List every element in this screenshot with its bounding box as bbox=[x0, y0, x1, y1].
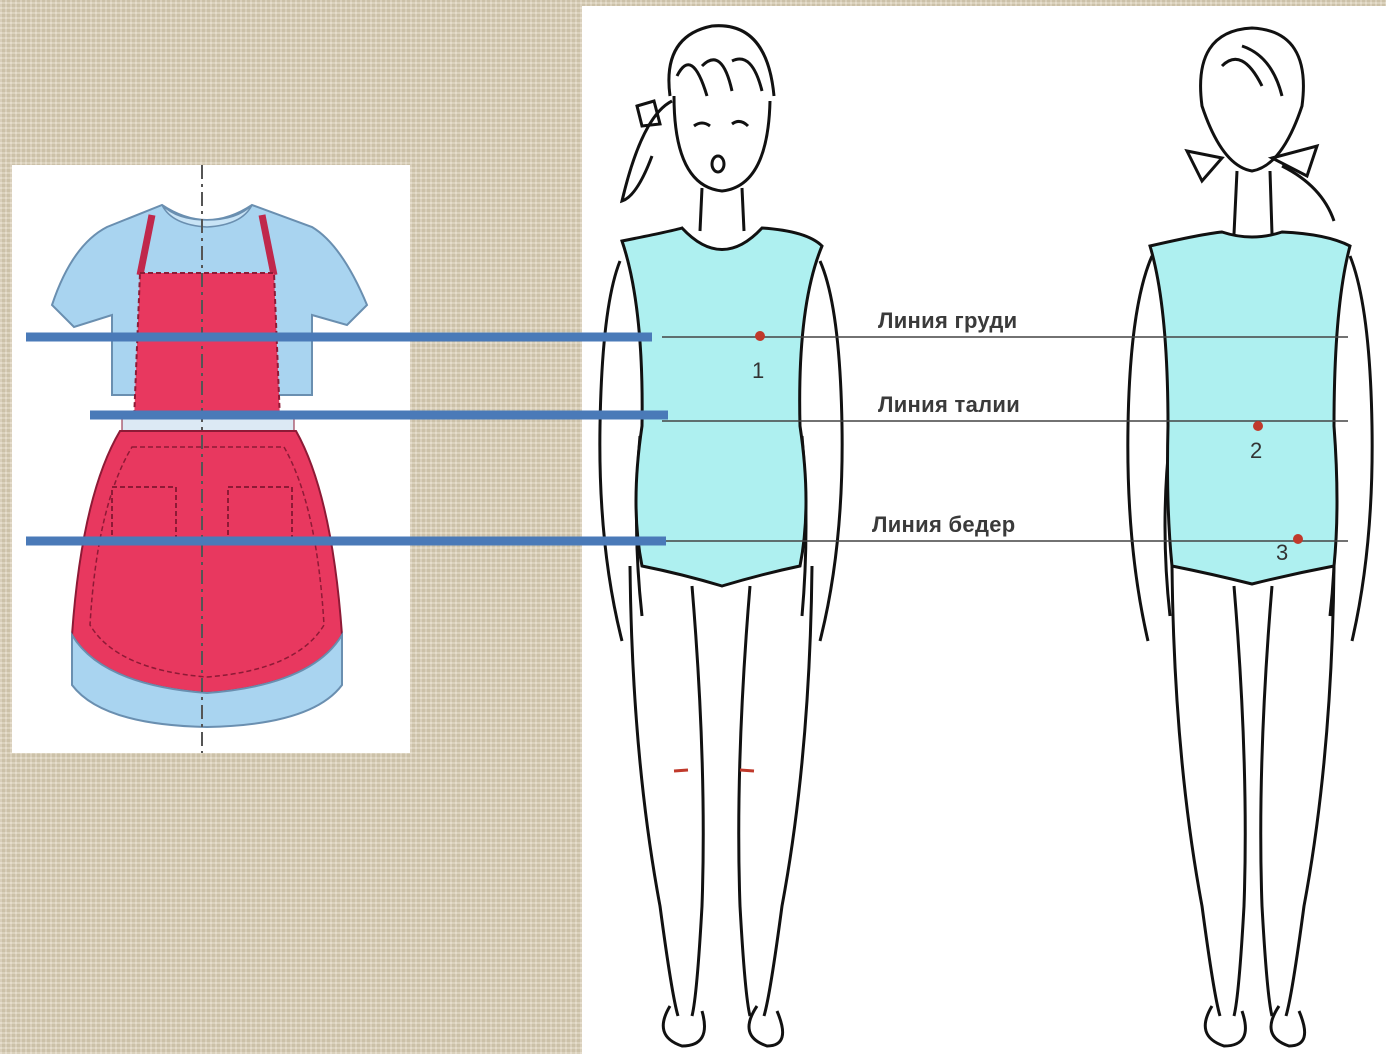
apron-bib bbox=[134, 273, 280, 420]
apron-pocket-left bbox=[112, 487, 176, 539]
apron-illustration-panel bbox=[12, 165, 410, 753]
point-2-label: 2 bbox=[1250, 438, 1262, 464]
waist-line-label: Линия талии bbox=[878, 392, 1020, 418]
point-3-marker bbox=[1293, 534, 1303, 544]
apron-waistband bbox=[122, 417, 294, 431]
point-3-label: 3 bbox=[1276, 540, 1288, 566]
chest-line-label: Линия груди bbox=[878, 308, 1018, 334]
point-1-label: 1 bbox=[752, 358, 764, 384]
apron-pocket-right bbox=[228, 487, 292, 539]
point-2-marker bbox=[1253, 421, 1263, 431]
apron-illustration bbox=[12, 165, 410, 753]
back-bodysuit bbox=[1150, 232, 1350, 584]
body-figures-panel: Линия груди Линия талии Линия бедер 1 2 … bbox=[582, 6, 1386, 1054]
front-bodysuit bbox=[622, 228, 822, 586]
hips-line-label: Линия бедер bbox=[872, 512, 1016, 538]
apron-skirt bbox=[72, 431, 342, 693]
point-1-marker bbox=[755, 331, 765, 341]
